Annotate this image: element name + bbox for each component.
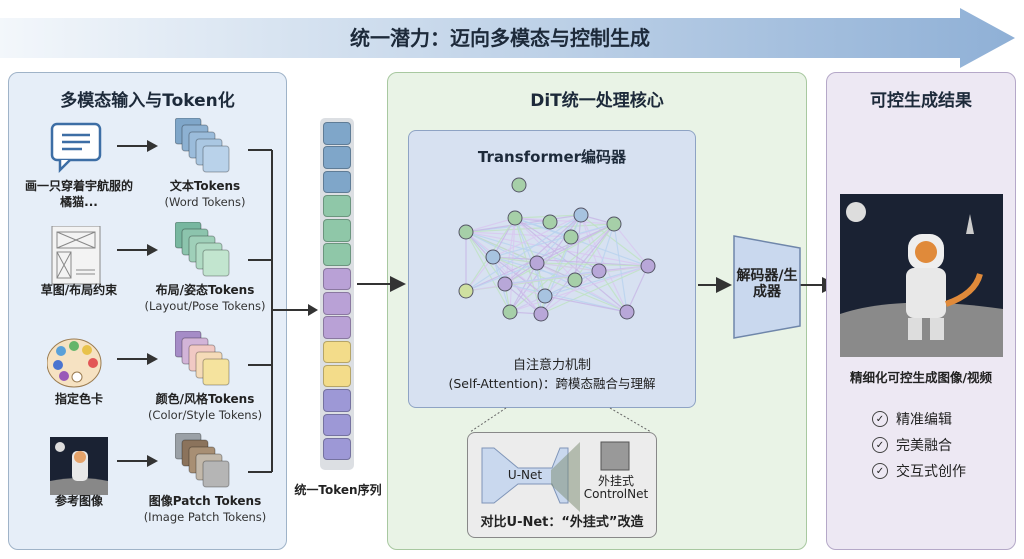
attention-node — [537, 288, 553, 304]
attention-node — [458, 224, 474, 240]
arrow-icon — [117, 140, 158, 152]
attention-node — [606, 216, 622, 232]
attention-node — [563, 229, 579, 245]
sequence-token — [323, 340, 351, 364]
attention-node — [640, 258, 656, 274]
token-sub: (Word Tokens) — [164, 195, 246, 209]
check-circle-icon: ✓ — [872, 411, 888, 427]
sequence-token — [323, 146, 351, 169]
transformer-title: Transformer编码器 — [477, 148, 627, 166]
unet-caption: 对比U-Net：“外挂式”改造 — [480, 515, 644, 530]
attention-node — [619, 304, 635, 320]
attention-sub: (Self-Attention)：跨模态融合与理解 — [448, 376, 656, 391]
sequence-token — [323, 267, 351, 291]
token-label: 颜色/风格Tokens — [155, 392, 255, 406]
generated-image — [840, 194, 1003, 357]
feature-label: 交互式创作 — [896, 464, 966, 480]
output-caption: 精细化可控生成图像/视频 — [849, 370, 993, 385]
check-circle-icon: ✓ — [872, 437, 888, 453]
color-palette-icon — [47, 338, 102, 388]
sequence-token — [323, 122, 351, 145]
attention-node — [507, 210, 523, 226]
arrow-icon — [117, 353, 158, 365]
attention-node — [567, 272, 583, 288]
sequence-token — [323, 437, 351, 461]
banner-title: 统一潜力：迈向多模态与控制生成 — [350, 26, 650, 50]
token-label: 布局/姿态Tokens — [155, 283, 255, 297]
sequence-token — [323, 170, 351, 194]
token-stack-icon — [175, 331, 230, 386]
input-label: 画一只穿着宇航服的橘猫... — [24, 179, 133, 209]
sequence-token — [323, 389, 351, 412]
speech-bubble-icon — [50, 122, 102, 174]
sequence-token — [323, 292, 351, 315]
sequence-token — [323, 413, 351, 437]
token-label: 图像Patch Tokens — [148, 494, 262, 508]
input-panel-title: 多模态输入与Token化 — [60, 91, 235, 111]
dit-panel-title: DiT统一处理核心 — [530, 91, 664, 111]
attention-node — [529, 255, 545, 271]
arrow-icon — [117, 244, 158, 256]
input-label: 草图/布局约束 — [40, 283, 118, 297]
output-panel-title: 可控生成结果 — [870, 91, 972, 111]
input-label: 参考图像 — [54, 494, 103, 508]
token-square — [202, 249, 230, 277]
token-sub: (Image Patch Tokens) — [143, 510, 267, 524]
input-label: 指定色卡 — [54, 392, 103, 406]
token-square — [202, 460, 230, 488]
sequence-token — [323, 219, 351, 242]
sequence-token — [323, 316, 351, 339]
feature-item: ✓ 精准编辑 — [872, 406, 966, 432]
check-circle-icon: ✓ — [872, 463, 888, 479]
token-stack-icon — [175, 118, 230, 173]
attention-node — [533, 306, 549, 322]
sequence-token — [323, 243, 351, 266]
controlnet-label: 外挂式 — [597, 474, 634, 488]
token-stack-icon — [175, 433, 230, 488]
attention-node — [458, 283, 474, 299]
sequence-token — [323, 194, 351, 218]
token-square — [202, 145, 230, 173]
unet-label: U-Net — [507, 468, 543, 482]
feature-list: ✓ 精准编辑 ✓ 完美融合 ✓ 交互式创作 — [872, 406, 966, 484]
attention-node — [502, 304, 518, 320]
feature-item: ✓ 交互式创作 — [872, 458, 966, 484]
attention-node — [542, 214, 558, 230]
attention-label: 自注意力机制 — [512, 358, 591, 373]
sketch-layout-icon — [51, 226, 101, 285]
token-sub: (Color/Style Tokens) — [147, 408, 263, 422]
token-sequence — [320, 118, 354, 470]
token-stack-icon — [175, 222, 230, 277]
attention-node — [591, 263, 607, 279]
arrow-icon — [117, 455, 158, 467]
feature-item: ✓ 完美融合 — [872, 432, 966, 458]
feature-label: 完美融合 — [896, 438, 952, 454]
token-sequence-label: 统一Token序列 — [294, 483, 382, 497]
banner-arrow — [0, 8, 1015, 68]
decoder-shape — [733, 235, 801, 339]
token-square — [202, 358, 230, 386]
token-sub: (Layout/Pose Tokens) — [144, 299, 266, 313]
token-label: 文本Tokens — [169, 179, 241, 193]
attention-node — [511, 177, 527, 193]
decoder-label: 解码器/生成器 — [736, 268, 798, 300]
input-connectors — [248, 149, 318, 473]
attention-node — [573, 207, 589, 223]
sequence-token — [323, 364, 351, 388]
attention-node — [485, 249, 501, 265]
feature-label: 精准编辑 — [896, 412, 952, 428]
attention-node — [497, 276, 513, 292]
controlnet-sub: ControlNet — [583, 487, 649, 501]
reference-image-icon — [50, 437, 108, 495]
